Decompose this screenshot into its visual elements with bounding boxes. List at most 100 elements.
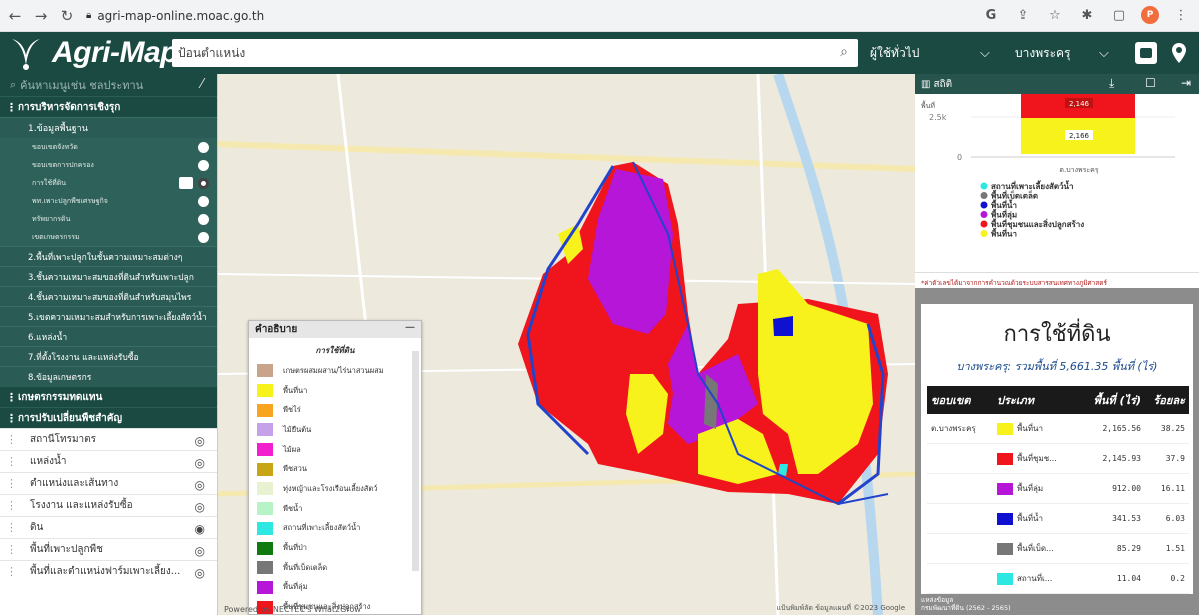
location-button[interactable] [1168, 40, 1190, 66]
section-change[interactable]: ⋮ การปรับเปลี่ยนพืชสำคัญ [0, 407, 217, 428]
app-header: Agri-Map ป้อนตำแหน่ง ⌕ ผู้ใช้ทั่วไป ⌵ บา… [0, 32, 1199, 74]
layer-toggle[interactable] [198, 142, 209, 153]
layer-row[interactable]: ⋮ตำแหน่งและเส้นทาง◎ [0, 472, 217, 494]
extensions-icon[interactable]: ✱ [1081, 7, 1093, 23]
layer-row[interactable]: ⋮ โรงงาน และแหล่งรับซื้อ ◎ [0, 494, 217, 516]
camera-button[interactable] [1135, 42, 1157, 64]
layer-admin[interactable]: ขอบเขตการปกครอง [0, 156, 217, 174]
legend-subtitle: การใช้ที่ดิน [315, 346, 355, 355]
layer-row-label: สถานีโทรมาตร [30, 434, 97, 445]
basic-data-group[interactable]: 1.ข้อมูลพื้นฐาน [0, 117, 217, 138]
th-area: พื้นที่ (ไร่) [1093, 394, 1141, 407]
share-icon[interactable]: ⇪ [1017, 7, 1029, 23]
category-item[interactable]: 6.แหล่งน้ำ [0, 326, 217, 346]
category-item[interactable]: 3.ชั้นความเหมาะสมของที่ดินสำหรับเพาะปลูก [0, 266, 217, 286]
layer-row[interactable]: ⋮พื้นที่และตำแหน่งฟาร์มเพาะเลี้ยง...◎ [0, 560, 217, 582]
google-icon[interactable]: G [985, 7, 997, 23]
sidepanel-icon[interactable]: ▢ [1112, 7, 1126, 23]
eye-icon[interactable]: ◎ [194, 434, 205, 448]
stats-legend-marker[interactable] [980, 192, 988, 199]
collapse-panel-icon[interactable]: ⇥ [1181, 76, 1192, 90]
layer-row[interactable]: ⋮แหล่งน้ำ◎ [0, 450, 217, 472]
layer-crops[interactable]: พท.เพาะปลูกพืชเศรษฐกิจ [0, 192, 217, 210]
landuse-lowland [588, 169, 673, 334]
search-icon[interactable]: ⌕ [840, 44, 848, 60]
stats-legend-label[interactable]: พื้นที่ลุ่ม [991, 209, 1017, 221]
drag-handle-icon[interactable]: ⋮ [6, 433, 17, 446]
back-icon[interactable]: ← [8, 6, 22, 25]
legend-scrollbar[interactable] [412, 351, 419, 571]
stats-legend-label[interactable]: พื้นที่น้ำ [991, 199, 1017, 210]
layer-toggle[interactable] [198, 178, 209, 189]
legend-header[interactable]: คำอธิบาย — [249, 321, 421, 338]
layer-toggle[interactable] [198, 214, 209, 225]
cell-type-label: พื้นที่น้ำ [1017, 514, 1043, 523]
layer-toggle[interactable] [198, 232, 209, 243]
eye-visible-icon[interactable]: ◉ [194, 522, 205, 536]
reload-icon[interactable]: ↻ [60, 6, 74, 25]
drag-handle-icon[interactable]: ⋮ [6, 499, 17, 512]
category-label: 2.พื้นที่เพาะปลูกในชั้นความเหมาะสมต่างๆ [28, 252, 183, 263]
type-swatch [997, 512, 1013, 525]
bar-chart-icon[interactable] [179, 177, 193, 189]
stats-legend-marker[interactable] [980, 201, 988, 209]
legend-item-label: ไม้ผล [283, 444, 301, 454]
drag-handle-icon[interactable]: ⋮ [6, 477, 17, 490]
stats-legend-label[interactable]: พื้นที่ชุมชนและสิ่งปลูกสร้าง [991, 218, 1084, 230]
stats-legend-marker[interactable] [980, 220, 988, 228]
eye-icon[interactable]: ◎ [194, 544, 205, 558]
section-alternative-label: เกษตรกรรมทดแทน [18, 391, 103, 403]
layer-row-label: โรงงาน และแหล่งรับซื้อ [30, 500, 133, 511]
section-alternative[interactable]: ⋮ เกษตรกรรมทดแทน [0, 386, 217, 407]
layer-label: ทรัพยากรดิน [32, 214, 71, 223]
expand-icon[interactable]: ☐ [1145, 76, 1156, 90]
location-search-input[interactable]: ป้อนตำแหน่ง ⌕ [172, 39, 858, 67]
layer-province[interactable]: ขอบเขตจังหวัด [0, 138, 217, 156]
user-type-select[interactable]: ผู้ใช้ทั่วไป ⌵ [870, 32, 1000, 74]
eye-icon[interactable]: ◎ [194, 566, 205, 580]
star-icon[interactable]: ☆ [1049, 7, 1061, 23]
stats-legend-label[interactable]: พื้นที่เบ็ดเตล็ด [991, 190, 1038, 201]
menu-search-input[interactable]: ⌕ ค้นหาเมนูเช่น ชลประทาน ⁄ [0, 74, 217, 96]
section-proactive[interactable]: ⋮ การบริหารจัดการเชิงรุก [0, 96, 217, 117]
layer-soil[interactable]: ทรัพยากรดิน [0, 210, 217, 228]
stats-legend-marker[interactable] [980, 211, 988, 218]
forward-icon[interactable]: → [34, 6, 48, 25]
drag-handle-icon[interactable]: ⋮ [6, 455, 17, 468]
minimize-icon[interactable]: — [405, 322, 415, 333]
category-item[interactable]: 7.ที่ตั้งโรงงาน และแหล่งรับซื้อ [0, 346, 217, 366]
eye-icon[interactable]: ◎ [194, 478, 205, 492]
browser-menu-icon[interactable]: ⋮ [1174, 7, 1188, 23]
category-item[interactable]: 8.ข้อมูลเกษตรกร [0, 366, 217, 386]
category-item[interactable]: 5.เขตความเหมาะสมสำหรับการเพาะเลี้ยงสัตว์… [0, 306, 217, 326]
layer-toggle[interactable] [198, 160, 209, 171]
layer-agri-zone[interactable]: เขตเกษตรกรรม [0, 228, 217, 246]
area-select[interactable]: บางพระครุ ⌵ [1015, 32, 1115, 74]
eye-icon[interactable]: ◎ [194, 456, 205, 470]
eye-icon[interactable]: ◎ [194, 500, 205, 514]
layer-toggle[interactable] [198, 196, 209, 207]
stats-legend-label[interactable]: สถานที่เพาะเลี้ยงสัตว์น้ำ [991, 180, 1074, 191]
layer-row[interactable]: ⋮ดิน◉ [0, 516, 217, 538]
profile-avatar[interactable]: P [1141, 6, 1159, 24]
landuse-aquaculture [778, 464, 788, 476]
drag-handle-icon[interactable]: ⋮ [6, 543, 17, 556]
stats-legend: สถานที่เพาะเลี้ยงสัตว์น้ำพื้นที่เบ็ดเตล็… [980, 180, 1084, 239]
stats-legend-marker[interactable] [980, 230, 988, 237]
layer-landuse[interactable]: การใช้ที่ดิน [0, 174, 217, 192]
drag-handle-icon[interactable]: ⋮ [6, 565, 17, 578]
category-item[interactable]: 2.พื้นที่เพาะปลูกในชั้นความเหมาะสมต่างๆ [0, 246, 217, 266]
stats-legend-label[interactable]: พื้นที่นา [991, 228, 1017, 239]
stats-legend-marker[interactable] [980, 182, 988, 190]
map-canvas[interactable]: คำอธิบาย — การใช้ที่ดิน เกษตรผสมผสาน/ไร่… [218, 74, 915, 615]
tools-icon[interactable]: ⁄ [200, 77, 203, 92]
layer-row[interactable]: ⋮พื้นที่เพาะปลูกพืช◎ [0, 538, 217, 560]
legend-swatch [257, 482, 273, 496]
category-item[interactable]: 4.ชั้นความเหมาะสมของที่ดินสำหรับสมุนไพร [0, 286, 217, 306]
address-bar[interactable]: 🔒︎ agri-map-online.moac.go.th [86, 4, 264, 28]
layer-row[interactable]: ⋮ สถานีโทรมาตร ◎ [0, 428, 217, 450]
download-icon[interactable]: ⤓ [1109, 76, 1115, 90]
drag-handle-icon[interactable]: ⋮ [6, 521, 17, 534]
legend-item-label: เกษตรผสมผสาน/ไร่นาสวนผสม [283, 365, 384, 375]
